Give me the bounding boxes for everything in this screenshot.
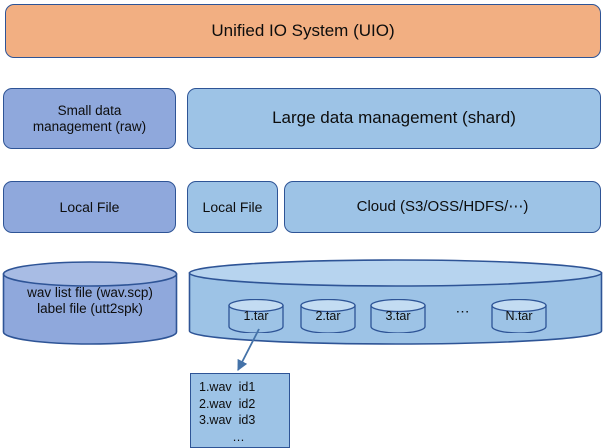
detail-ellipsis: … <box>232 429 246 444</box>
local-file-box-left: Local File <box>3 181 176 233</box>
shard-ellipsis: ⋯ <box>455 303 471 319</box>
detail-line-1: 1.wav id1 <box>199 380 256 394</box>
local-file-box-middle: Local File <box>187 181 278 233</box>
shard-cylinder-n: N.tar <box>491 298 547 334</box>
shard-content-detail-box: 1.wav id1 2.wav id2 3.wav id3 … <box>190 373 290 448</box>
cylinder-shape-icon <box>2 261 178 345</box>
detail-line-2: 2.wav id2 <box>199 396 256 411</box>
large-data-management-box: Large data management (shard) <box>187 88 601 149</box>
unified-io-system-box: Unified IO System (UIO) <box>5 4 601 58</box>
cylinder-shape-icon <box>300 298 356 334</box>
cylinder-shape-icon <box>491 298 547 334</box>
small-data-management-box: Small data management (raw) <box>3 88 176 149</box>
cylinder-shape-icon <box>370 298 426 334</box>
shard-cylinder-3: 3.tar <box>370 298 426 334</box>
detail-line-3: 3.wav id3 <box>199 413 256 428</box>
wav-list-cylinder: wav list file (wav.scp) label file (utt2… <box>2 261 178 345</box>
shard-detail-arrow-icon <box>237 328 260 371</box>
cylinder-shape-icon <box>228 298 284 334</box>
cloud-storage-box: Cloud (S3/OSS/HDFS/⋯) <box>284 181 601 233</box>
shard-cylinder-2: 2.tar <box>300 298 356 334</box>
